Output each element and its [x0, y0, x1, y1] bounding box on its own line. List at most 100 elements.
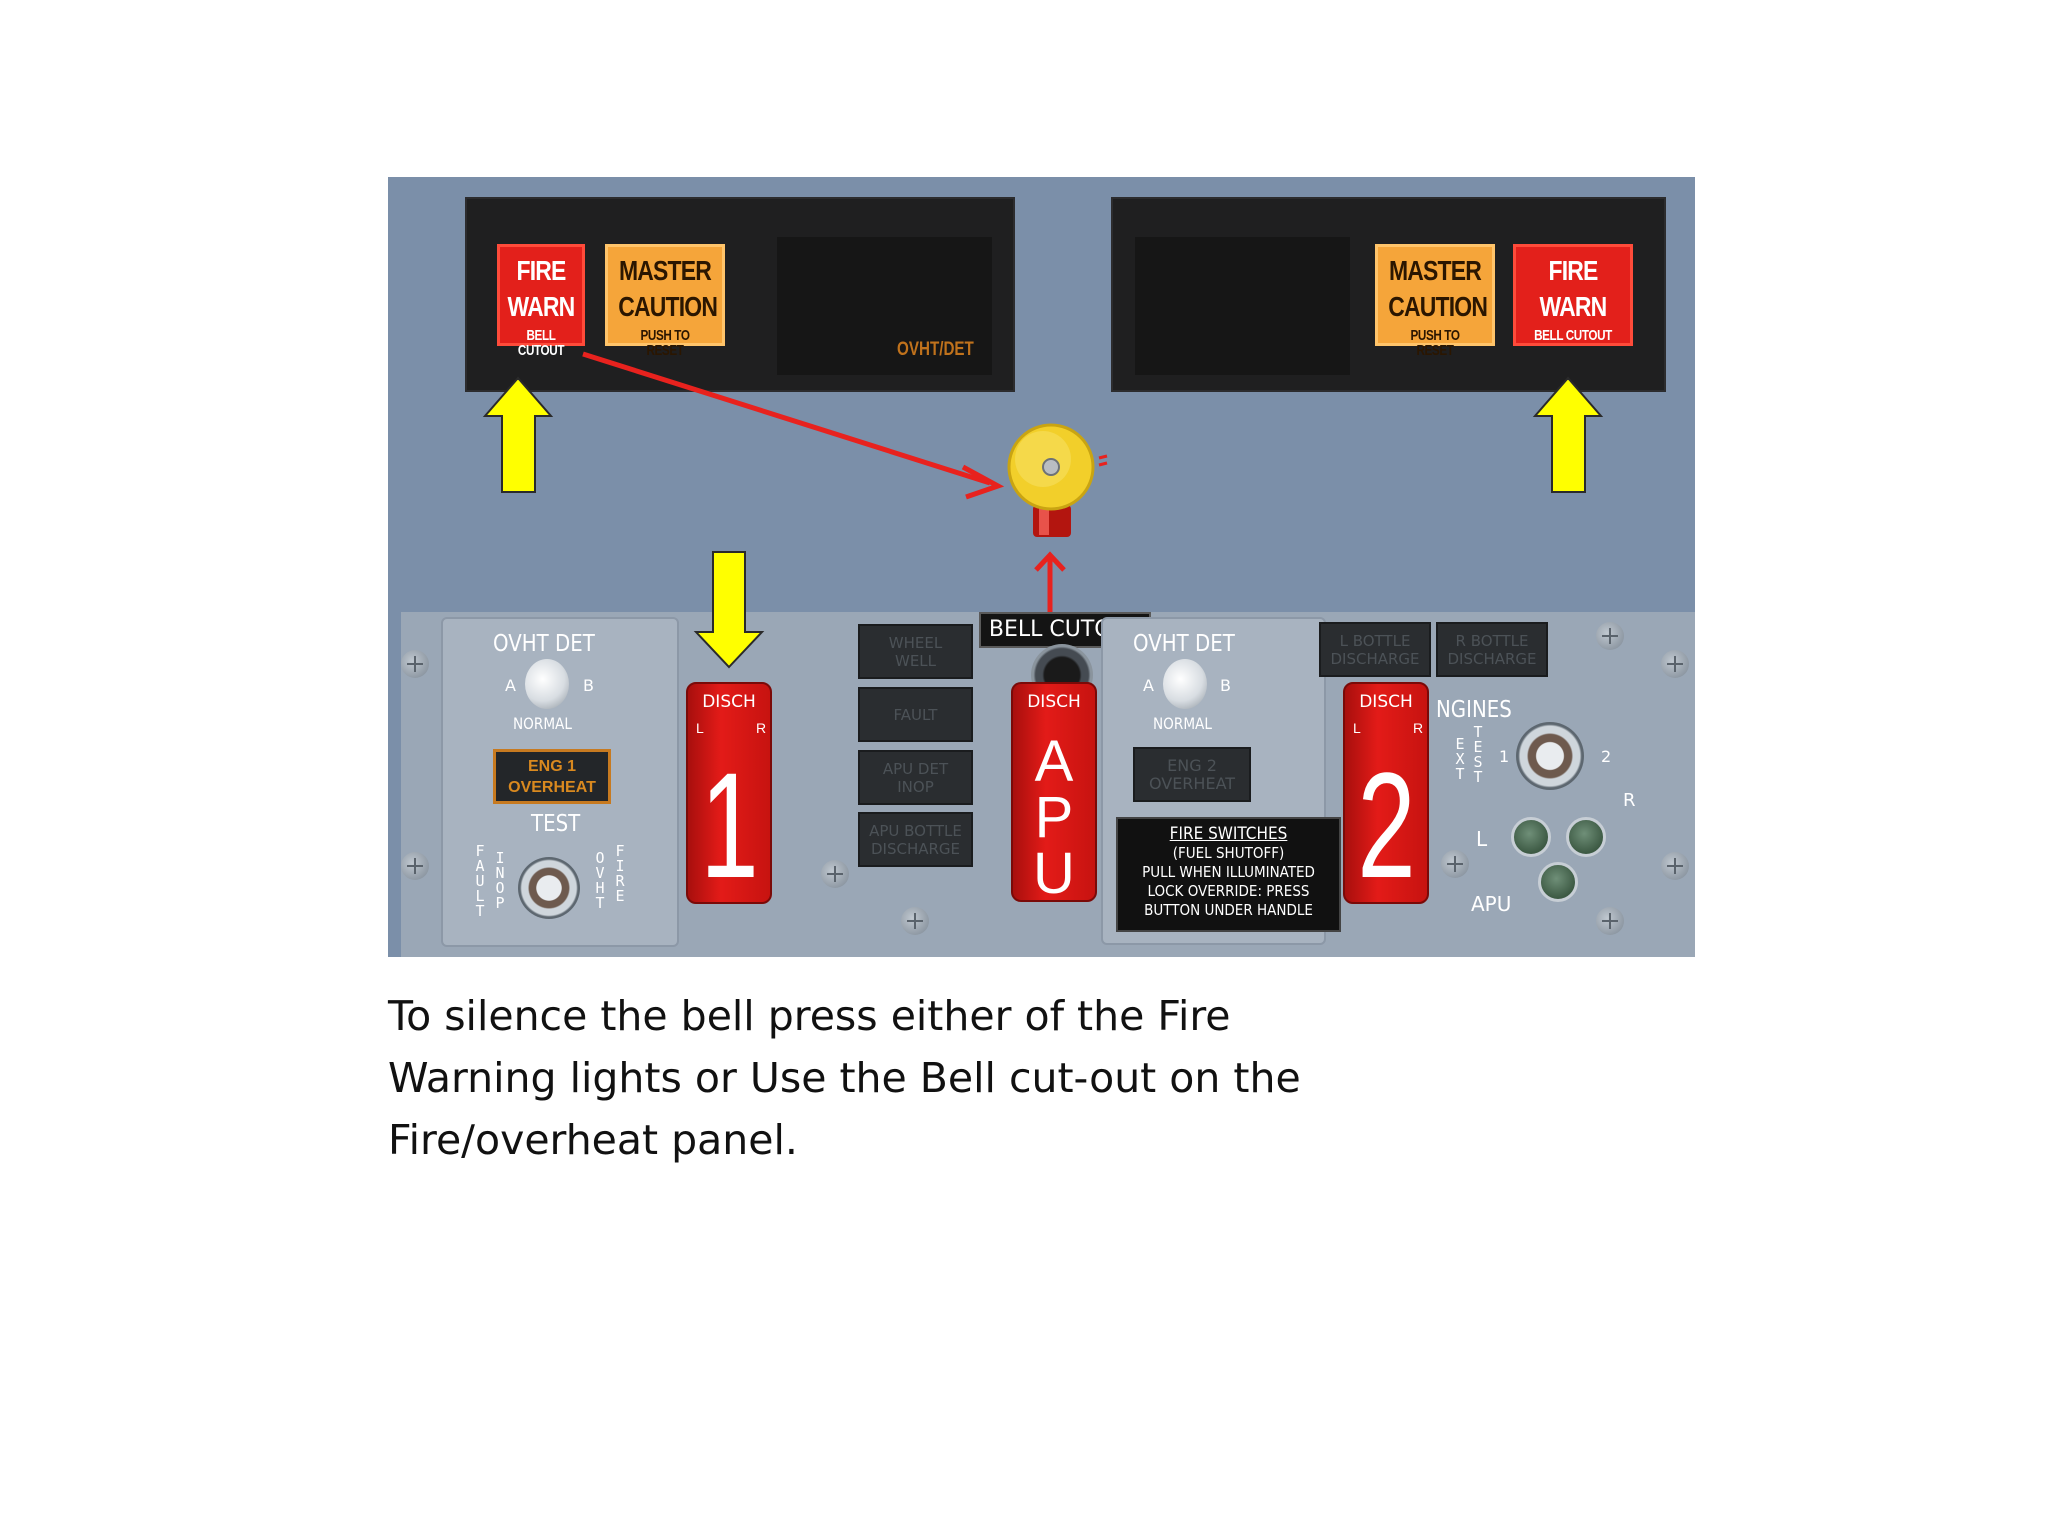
- push-to-reset-sublabel: PUSH TO RESET: [1410, 327, 1460, 359]
- placard-line: (FUEL SHUTOFF): [1172, 844, 1285, 862]
- normal-label: NORMAL: [513, 714, 572, 733]
- fault-text: FAULT: [893, 705, 938, 724]
- master-caution-label: MASTER: [1388, 255, 1482, 286]
- apu-letter-p: P: [1034, 785, 1074, 850]
- wheel-well-text-2: WELL: [894, 651, 937, 670]
- screw-icon: [401, 650, 429, 678]
- screw-icon: [901, 907, 929, 935]
- ext-label: EXT: [1455, 735, 1465, 783]
- left-master-caution-light[interactable]: MASTER CAUTION PUSH TO RESET: [605, 244, 725, 358]
- apu-bottle-discharge-text: APU BOTTLE: [869, 821, 962, 840]
- annotation-arrows: [482, 351, 1604, 669]
- bell-cutout-sublabel: BELL CUTOUT: [517, 327, 565, 359]
- toggle-b-label: B: [583, 676, 594, 695]
- r-squib-test-light: [1566, 817, 1606, 857]
- eng2-overheat-text-2: OVERHEAT: [1148, 773, 1236, 793]
- screw-icon: [401, 852, 429, 880]
- engines-test-switch-icon[interactable]: [1516, 722, 1584, 790]
- normal-label: NORMAL: [1153, 714, 1212, 733]
- caption-line: Fire/overheat panel.: [388, 1116, 798, 1164]
- yellow-arrow-icon: [693, 551, 765, 669]
- l-bottle-text-2: DISCHARGE: [1330, 649, 1420, 668]
- eng1-overheat-text: ENG 1: [527, 758, 576, 775]
- yellow-arrow-icon: [1532, 376, 1604, 493]
- apu-fire-handle[interactable]: DISCH A P U: [1011, 682, 1097, 906]
- ovht-det-toggle-switch[interactable]: [1163, 659, 1207, 709]
- inop-label: INOP: [495, 849, 505, 912]
- fire-warn-label-2: WARN: [507, 291, 576, 322]
- bell-cutout-sublabel: BELL CUTOUT: [1534, 327, 1612, 344]
- fault-light: FAULT: [858, 687, 973, 742]
- right-master-caution-light[interactable]: MASTER CAUTION PUSH TO RESET: [1375, 244, 1495, 358]
- r-bottle-text: R BOTTLE: [1455, 631, 1529, 650]
- disch-label: DISCH: [1359, 692, 1413, 712]
- screw-icon: [1441, 850, 1469, 878]
- screw-icon: [1661, 650, 1689, 678]
- bell-icon: [1007, 423, 1108, 537]
- eng1-overheat-light: ENG 1 OVERHEAT: [493, 749, 611, 804]
- placard-title: FIRE SWITCHES: [1169, 824, 1288, 844]
- l-label: L: [696, 720, 704, 736]
- push-to-reset-sublabel: PUSH TO RESET: [640, 327, 690, 359]
- l-bottle-text: L BOTTLE: [1339, 631, 1411, 650]
- fire-switches-placard: FIRE SWITCHES (FUEL SHUTOFF) PULL WHEN I…: [1116, 817, 1341, 932]
- screw-icon: [821, 860, 849, 888]
- engines-label: NGINES: [1436, 697, 1512, 723]
- r-bottle-text-2: DISCHARGE: [1447, 649, 1537, 668]
- right-fire-warn-light[interactable]: FIRE WARN BELL CUTOUT: [1513, 244, 1633, 346]
- engine-2-fire-handle[interactable]: DISCH L R 2: [1343, 682, 1429, 909]
- toggle-a-label: A: [505, 676, 516, 695]
- r-label: R: [1413, 720, 1424, 736]
- apu-det-inop-light: APU DET INOP: [858, 750, 973, 805]
- fire-warn-label: FIRE: [1548, 255, 1598, 286]
- ovht-label: OVHT: [595, 849, 605, 912]
- caption-text: To silence the bell press either of the …: [388, 985, 1388, 1171]
- l-label: L: [1353, 720, 1361, 736]
- wheel-well-light: WHEEL WELL: [858, 624, 973, 679]
- red-arrowhead: [961, 464, 1005, 500]
- fire-warn-label: FIRE: [516, 255, 566, 286]
- test-2-label: 2: [1601, 747, 1612, 766]
- bell-base-highlight: [1039, 507, 1049, 535]
- apu-bottle-discharge-text-2: DISCHARGE: [870, 839, 961, 858]
- fire-overheat-panel: OVHT DET A B NORMAL ENG 1 OVERHEAT TEST …: [401, 612, 1695, 957]
- placard-line: LOCK OVERRIDE: PRESS: [1147, 882, 1310, 900]
- bell-ring-line: [1098, 461, 1108, 467]
- ovht-det-annunciator-label: OVHT/DET: [897, 339, 974, 360]
- engine-1-fire-handle[interactable]: DISCH L R 1: [686, 682, 772, 909]
- disch-label: DISCH: [1027, 692, 1081, 712]
- handle-number: 2: [1357, 741, 1416, 909]
- r-bottle-discharge-light: R BOTTLE DISCHARGE: [1436, 622, 1548, 677]
- right-glareshield-blank-panel: [1135, 237, 1350, 375]
- left-fire-warn-light[interactable]: FIRE WARN BELL CUTOUT: [497, 244, 585, 358]
- red-arrow-icon: [582, 351, 991, 486]
- screw-icon: [1596, 622, 1624, 650]
- eng2-overheat-light: ENG 2 OVERHEAT: [1133, 747, 1251, 802]
- eng2-overheat-text: ENG 2: [1167, 755, 1217, 775]
- toggle-b-label: B: [1220, 676, 1231, 695]
- caption-line: To silence the bell press either of the …: [388, 992, 1231, 1040]
- caption-line: Warning lights or Use the Bell cut-out o…: [388, 1054, 1301, 1102]
- ovht-det-label: OVHT DET: [493, 631, 595, 657]
- apu-det-inop-text: APU DET: [882, 759, 949, 778]
- fire-panel-figure: FIRE WARN BELL CUTOUT MASTER CAUTION PUS…: [388, 177, 1695, 957]
- apu-letter-u: U: [1033, 841, 1075, 906]
- left-glareshield: FIRE WARN BELL CUTOUT MASTER CAUTION PUS…: [465, 197, 1015, 392]
- test-switch-icon[interactable]: [518, 857, 580, 919]
- disch-label: DISCH: [702, 692, 756, 712]
- l-squib-test-light: [1511, 817, 1551, 857]
- placard-line: PULL WHEN ILLUMINATED: [1142, 863, 1315, 881]
- apu-letter-a: A: [1034, 729, 1074, 794]
- apu-det-inop-text-2: INOP: [897, 777, 934, 796]
- master-caution-label: MASTER: [618, 255, 712, 286]
- apu-label: APU: [1471, 892, 1512, 916]
- r-label: R: [1623, 790, 1636, 811]
- l-bottle-discharge-light: L BOTTLE DISCHARGE: [1319, 622, 1431, 677]
- ovht-det-toggle-switch[interactable]: [525, 659, 569, 709]
- wheel-well-text: WHEEL: [888, 633, 943, 652]
- toggle-a-label: A: [1143, 676, 1154, 695]
- fire-label: FIRE: [615, 842, 625, 905]
- ovht-det-label: OVHT DET: [1133, 631, 1235, 657]
- fire-warn-label-2: WARN: [1539, 291, 1608, 322]
- eng1-ovht-det-module: OVHT DET A B NORMAL ENG 1 OVERHEAT TEST …: [441, 617, 679, 947]
